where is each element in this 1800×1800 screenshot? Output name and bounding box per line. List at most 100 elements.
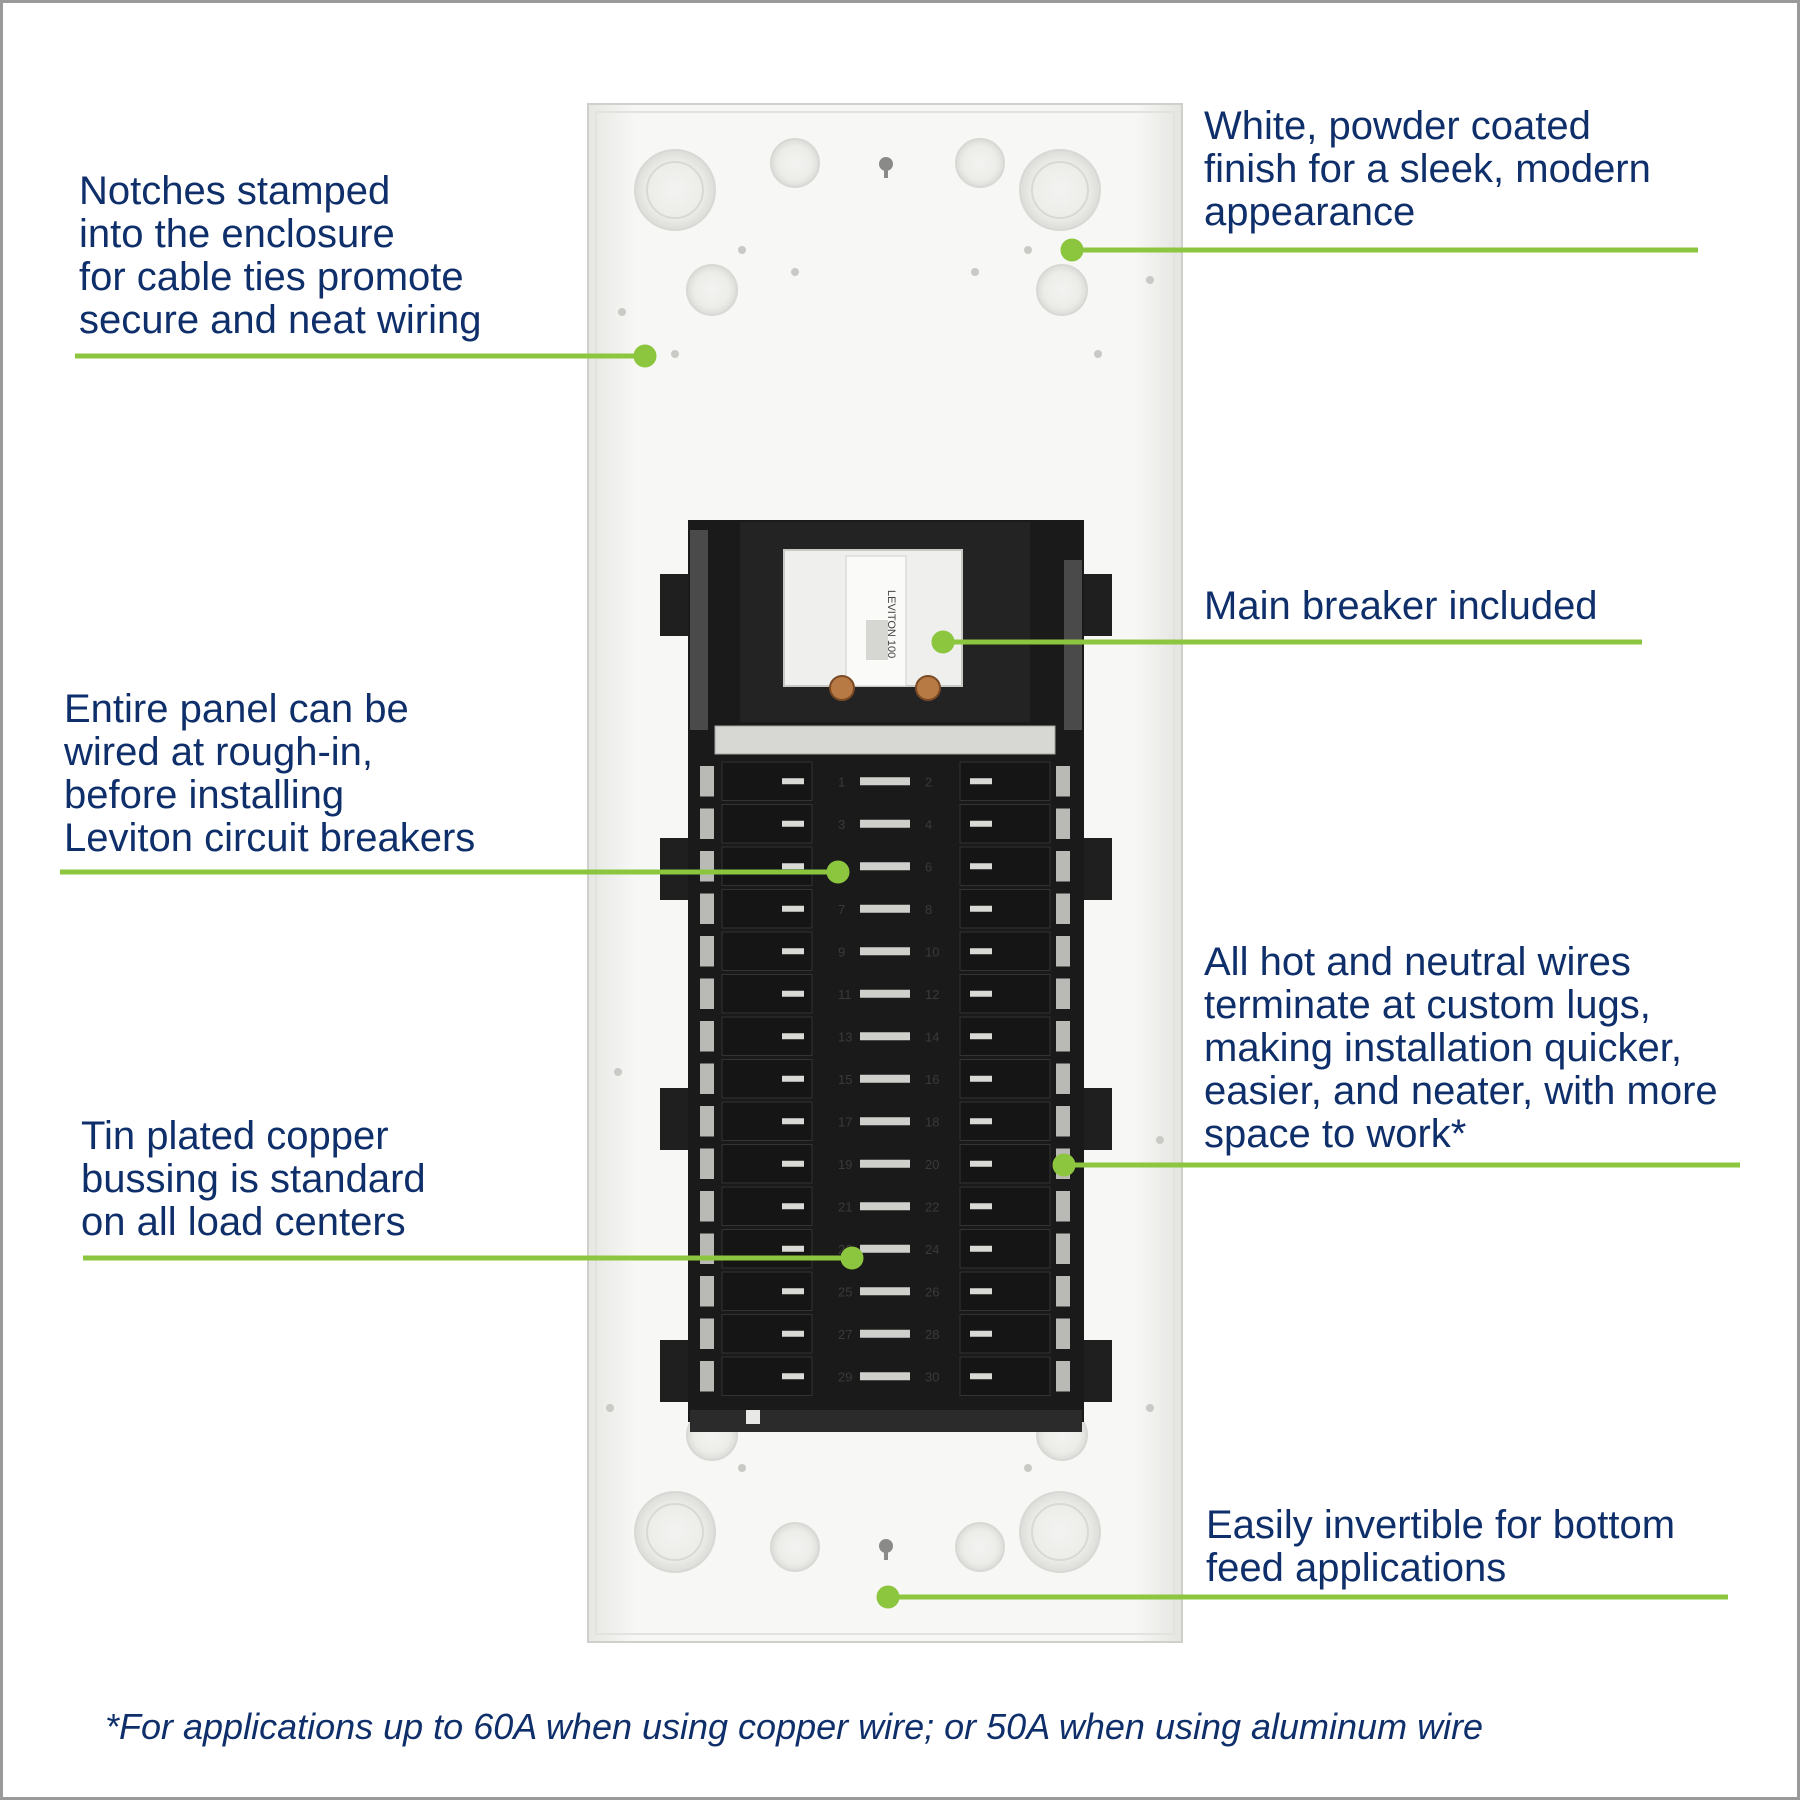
footnote: *For applications up to 60A when using c… [105,1706,1484,1747]
main-breaker-label: LEVITON 100 [885,590,897,658]
bus-stab [860,1244,910,1253]
breaker-handle [970,1288,992,1295]
breaker-handle [970,1033,992,1040]
terminal-lug [700,851,714,882]
mounting-holes [606,246,1164,1472]
terminal-lug [1056,1233,1070,1264]
breaker-handle [970,1160,992,1167]
bus-stab [860,1032,910,1041]
callout-bussing: Tin plated copper bussing is standard on… [81,1114,426,1244]
breaker-handle [970,1075,992,1082]
breaker-handle [782,863,804,870]
callout-main-breaker: Main breaker included [1204,584,1598,628]
bus-stab [860,1159,910,1168]
terminal-lug [1056,1106,1070,1137]
breaker-handle [782,820,804,827]
bus-stab [860,1329,910,1338]
callout-notches: Notches stamped into the enclosure for c… [79,169,482,342]
breaker-handle [782,1160,804,1167]
breaker-row: 29 30 [700,1356,1070,1396]
breaker-handle [970,1203,992,1210]
circuit-number-odd: 9 [838,944,845,959]
keyhole-slots [879,157,893,1560]
terminal-lug [1056,1021,1070,1052]
callout-rough-in: Entire panel can be wired at rough-in, b… [64,687,476,860]
terminal-lug [1056,1191,1070,1222]
knockouts [634,138,1101,1573]
breaker-handle [970,1245,992,1252]
terminal-lug [1056,1361,1070,1392]
breaker-row: 13 14 [700,1016,1070,1056]
terminal-lug [700,766,714,797]
circuit-number-odd: 29 [838,1369,852,1384]
bus-stab [860,1117,910,1126]
breaker-handle [782,1330,804,1337]
circuit-number-odd: 25 [838,1284,852,1299]
circuit-number-even: 22 [925,1199,939,1214]
terminal-lug [1056,978,1070,1009]
terminal-lug [700,1361,714,1392]
breaker-slot [959,1059,1051,1099]
circuit-number-odd: 11 [838,987,852,1002]
breaker-handle [782,948,804,955]
breaker-handle [782,1245,804,1252]
breaker-handle [782,990,804,997]
bus-stab [860,862,910,871]
callout-lugs: All hot and neutral wires terminate at c… [1204,940,1718,1156]
terminal-lug [700,1148,714,1179]
circuit-number-even: 6 [925,859,932,874]
breaker-handle [782,1203,804,1210]
breaker-handle [782,1288,804,1295]
terminal-lug [700,893,714,924]
breaker-row: 11 12 [700,974,1070,1014]
circuit-number-even: 20 [925,1157,939,1172]
circuit-number-even: 12 [925,987,939,1002]
breaker-slot [721,931,813,971]
terminal-lug [700,1318,714,1349]
circuit-number-even: 28 [925,1327,939,1342]
terminal-lug [700,1106,714,1137]
circuit-number-odd: 15 [838,1072,852,1087]
circuit-number-odd: 19 [838,1157,852,1172]
breaker-row: 9 10 [700,931,1070,971]
bus-stab [860,989,910,998]
terminal-lug [1056,893,1070,924]
circuit-number-even: 24 [925,1242,939,1257]
breaker-handle [970,820,992,827]
terminal-lug [700,978,714,1009]
terminal-lug [700,808,714,839]
circuit-number-even: 10 [925,944,939,959]
terminal-lug [1056,1276,1070,1307]
breaker-handle [782,1118,804,1125]
bus-stab [860,904,910,913]
circuit-number-odd: 21 [838,1199,852,1214]
terminal-lug [1056,1318,1070,1349]
circuit-number-odd: 1 [838,774,845,789]
leader-lines [60,238,1740,1609]
terminal-lug [1056,808,1070,839]
circuit-number-even: 30 [925,1369,939,1384]
circuit-number-odd: 3 [838,817,845,832]
circuit-number-even: 14 [925,1029,939,1044]
terminal-lug [1056,936,1070,967]
terminal-lug [1056,851,1070,882]
bus-stab [860,819,910,828]
circuit-number-even: 18 [925,1114,939,1129]
breaker-slot [721,1059,813,1099]
breaker-handle [970,905,992,912]
bus-stab [860,1074,910,1083]
terminal-lug [700,1276,714,1307]
breaker-handle [782,1075,804,1082]
circuit-number-odd: 13 [838,1029,852,1044]
panel-interior: LEVITON 100 1234567891011121314151617181… [660,520,1112,1432]
bus-stab [860,1372,910,1381]
terminal-lug [700,1191,714,1222]
terminal-lug [700,1021,714,1052]
